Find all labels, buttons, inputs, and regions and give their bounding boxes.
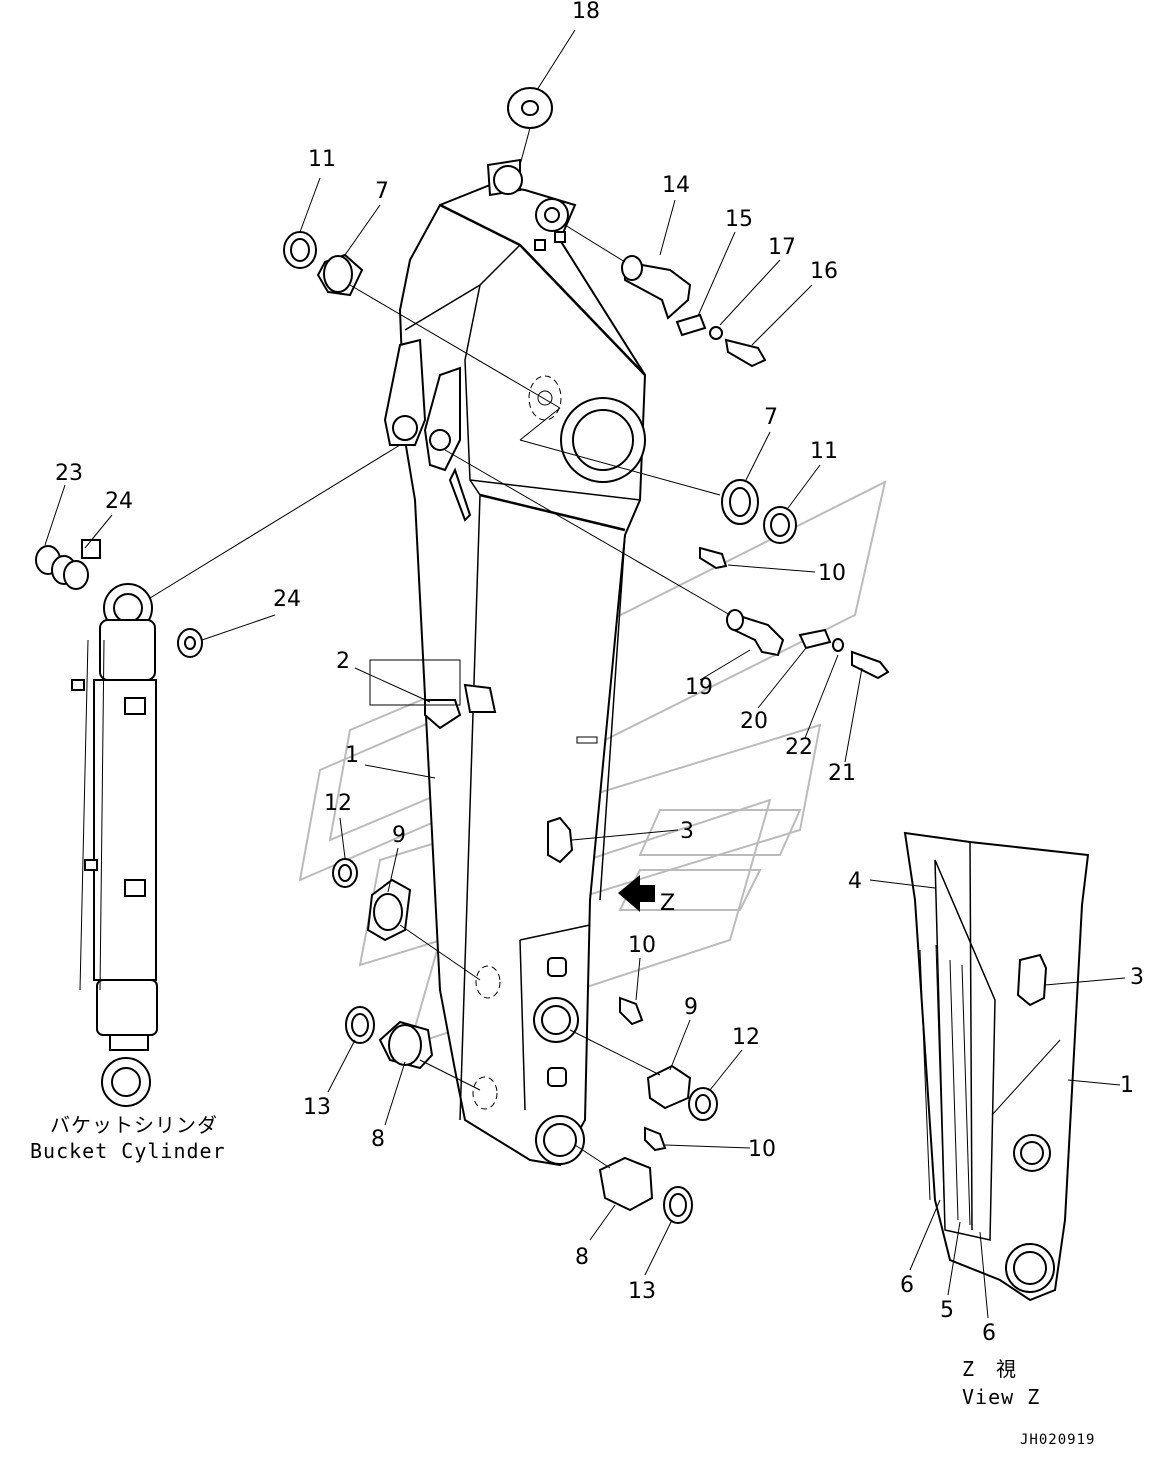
- callout-1: 1: [345, 743, 359, 768]
- callout-13: 13: [628, 1279, 656, 1304]
- view-z-arrow: Z: [618, 875, 675, 916]
- callout-12: 12: [732, 1025, 760, 1050]
- callout-11: 11: [810, 439, 838, 464]
- bucket-cylinder-drawing: [71, 583, 158, 1107]
- callout-21: 21: [828, 761, 856, 786]
- callout-18: 18: [572, 0, 600, 24]
- callout-6: 6: [982, 1321, 996, 1346]
- callout-22: 22: [785, 735, 813, 760]
- callout-8: 8: [371, 1127, 385, 1152]
- view-z-drawing: [903, 831, 1090, 1302]
- bucket-cylinder-caption-jp: バケットシリンダ: [50, 1113, 218, 1137]
- callout-10: 10: [628, 933, 656, 958]
- callout-labels: 18 11 7 14 15 17 16 7 11 23 24 24 10 2 1…: [55, 0, 1144, 1346]
- callout-24: 24: [273, 587, 301, 612]
- view-z-caption-jp: Z 視: [962, 1357, 1017, 1381]
- view-z-arrow-letter: Z: [660, 891, 675, 916]
- callout-7: 7: [764, 405, 778, 430]
- captions: バケットシリンダ Bucket Cylinder Z 視 View Z JH02…: [30, 1113, 1095, 1448]
- callout-9: 9: [392, 823, 406, 848]
- callout-11: 11: [308, 147, 336, 172]
- callout-5: 5: [940, 1298, 954, 1323]
- callout-24: 24: [105, 489, 133, 514]
- leader-lines: [44, 29, 1126, 1319]
- callout-10: 10: [748, 1137, 776, 1162]
- callout-2: 2: [336, 649, 350, 674]
- callout-3: 3: [680, 819, 694, 844]
- view-z-caption-en: View Z: [962, 1385, 1040, 1409]
- callout-9: 9: [684, 995, 698, 1020]
- callout-1: 1: [1120, 1073, 1134, 1098]
- callout-8: 8: [575, 1245, 589, 1270]
- callout-13: 13: [303, 1095, 331, 1120]
- arm-assembly: [369, 158, 647, 1167]
- bucket-cylinder-caption-en: Bucket Cylinder: [30, 1139, 226, 1163]
- callout-6: 6: [900, 1273, 914, 1298]
- callout-4: 4: [848, 869, 862, 894]
- callout-20: 20: [740, 709, 768, 734]
- callout-3: 3: [1130, 965, 1144, 990]
- callout-16: 16: [810, 259, 838, 284]
- callout-10: 10: [818, 561, 846, 586]
- loose-parts: [35, 87, 890, 1224]
- callout-12: 12: [324, 791, 352, 816]
- callout-14: 14: [662, 173, 690, 198]
- callout-17: 17: [768, 235, 796, 260]
- callout-7: 7: [375, 179, 389, 204]
- callout-23: 23: [55, 461, 83, 486]
- callout-19: 19: [685, 675, 713, 700]
- drawing-code: JH020919: [1020, 1432, 1095, 1448]
- callout-15: 15: [725, 207, 753, 232]
